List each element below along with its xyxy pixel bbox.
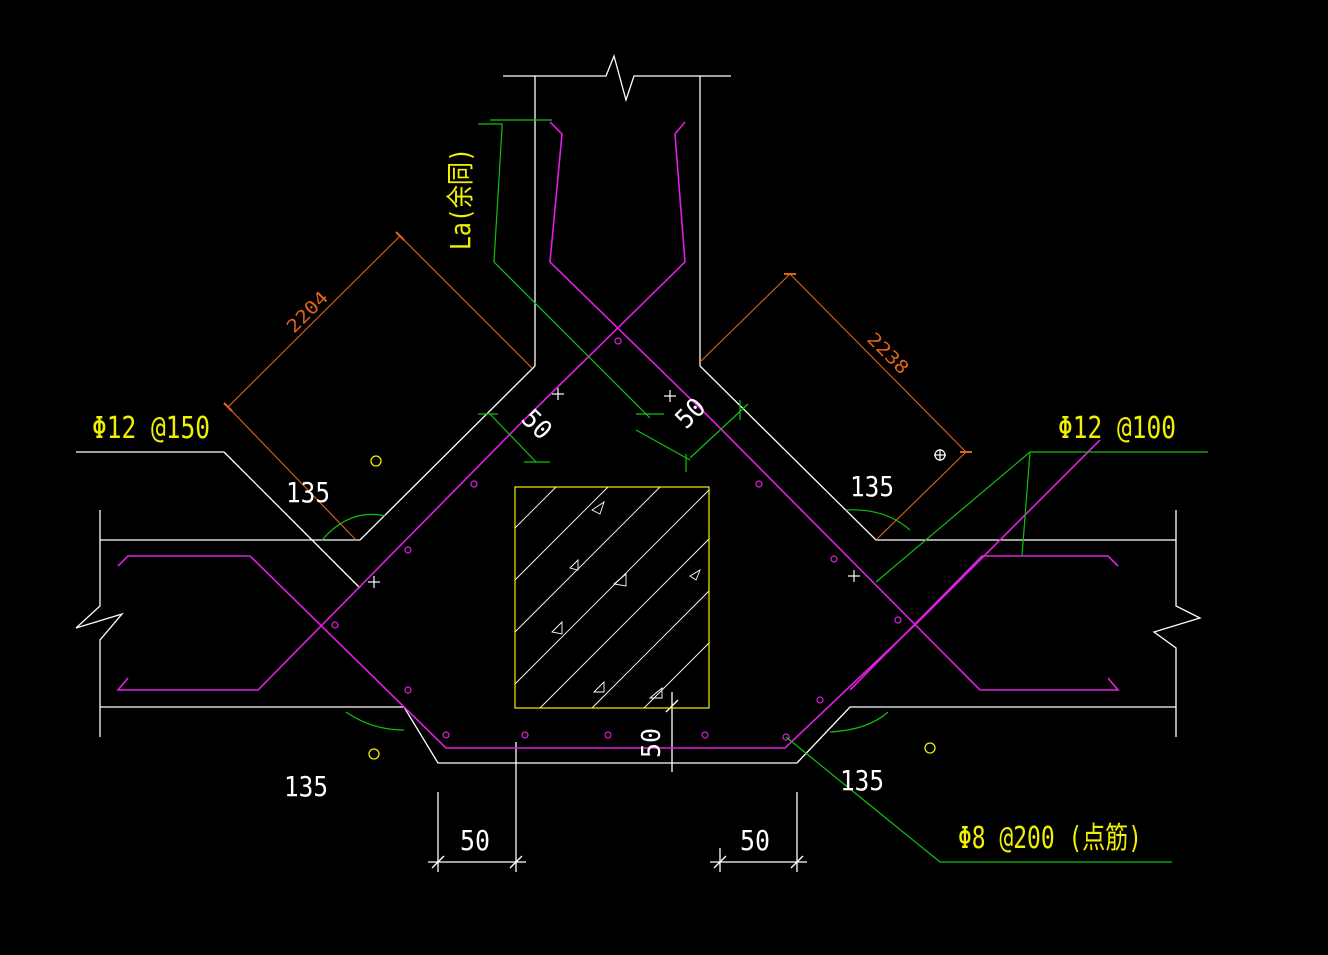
text-labels: Φ12 @150 Φ12 @100 Φ8 @200 (点筋) La(余同) 13… (92, 148, 1176, 857)
rebar-right-upper (849, 555, 1119, 691)
leader-anchorage (478, 123, 651, 419)
haunch-right-edge (699, 365, 1176, 541)
label-rebar-bottom: Φ8 @200 (点筋) (958, 821, 1142, 856)
leader-right-bar-diag (875, 451, 1031, 583)
dim-right-diag (789, 273, 967, 453)
dim-cover-bottom-tick (665, 699, 679, 713)
slab-left-break (75, 510, 124, 737)
cover-right-2 (635, 429, 691, 461)
rebar-left-diagonal (116, 423, 521, 691)
cover-left-2 (489, 413, 537, 463)
grout-block (514, 486, 710, 709)
angle-arc-bottom-right (829, 711, 889, 733)
leader-bottom-bar (785, 736, 1172, 863)
rebar-dots (331, 337, 902, 741)
angle-arc-top-left (321, 513, 386, 541)
angle-arc-bottom-left (345, 711, 405, 731)
rebar-right-diagonal (709, 417, 1120, 691)
slab-bottom-left (100, 706, 1176, 764)
angle-bottom-left: 135 (284, 770, 328, 803)
dim-label-diag-left: 2204 (283, 287, 333, 337)
rebar-wall-left-vertical (549, 121, 711, 419)
rebar-left-upper (117, 439, 1101, 749)
angle-top-right: 135 (850, 470, 894, 503)
grout-outline (514, 486, 710, 709)
dim-label-cover-left: 50 (515, 404, 557, 446)
dim-tick-bl2 (509, 855, 523, 869)
label-rebar-top-right: Φ12 @100 (1058, 411, 1176, 446)
cover-right-diag (689, 403, 749, 459)
dim-left-diag (227, 235, 401, 408)
grout-hatch (514, 486, 710, 709)
dim-label-cover-right: 50 (670, 393, 712, 435)
dim-left-ext-2 (399, 235, 533, 369)
label-anchorage: La(余同) (444, 148, 477, 250)
angle-bottom-right: 135 (840, 764, 884, 797)
dim-tick-br (713, 855, 727, 869)
dim-label-cover-bottom: 50 (637, 728, 667, 758)
slab-right-break (1152, 510, 1202, 737)
dim-tick-bl (431, 855, 445, 869)
slab-top-left-ext2 (223, 451, 361, 589)
rebar-lines (116, 121, 1120, 749)
haunch-left-edge (100, 365, 536, 541)
dim-label-bottom-left: 50 (460, 824, 490, 857)
rebar-wall-right-vertical (519, 121, 686, 425)
dim-right-ext-1 (699, 273, 791, 363)
dimension-lines (223, 231, 972, 541)
angle-top-left: 135 (286, 476, 330, 509)
reference-circles (368, 455, 936, 760)
crosshair-markers (368, 388, 946, 588)
dim-tick-br2 (790, 855, 804, 869)
wall-top-break-line (503, 53, 731, 103)
grout-aggregate (551, 500, 701, 699)
dim-label-bottom-right: 50 (740, 824, 770, 857)
leader-lines (478, 119, 1208, 863)
dim-right-ext-2 (875, 451, 967, 541)
dim-left-ext-1 (227, 406, 357, 541)
label-rebar-top-left: Φ12 @150 (92, 411, 210, 446)
angle-arc-top-right (845, 509, 911, 531)
dim-label-diag-right: 2238 (862, 329, 912, 379)
